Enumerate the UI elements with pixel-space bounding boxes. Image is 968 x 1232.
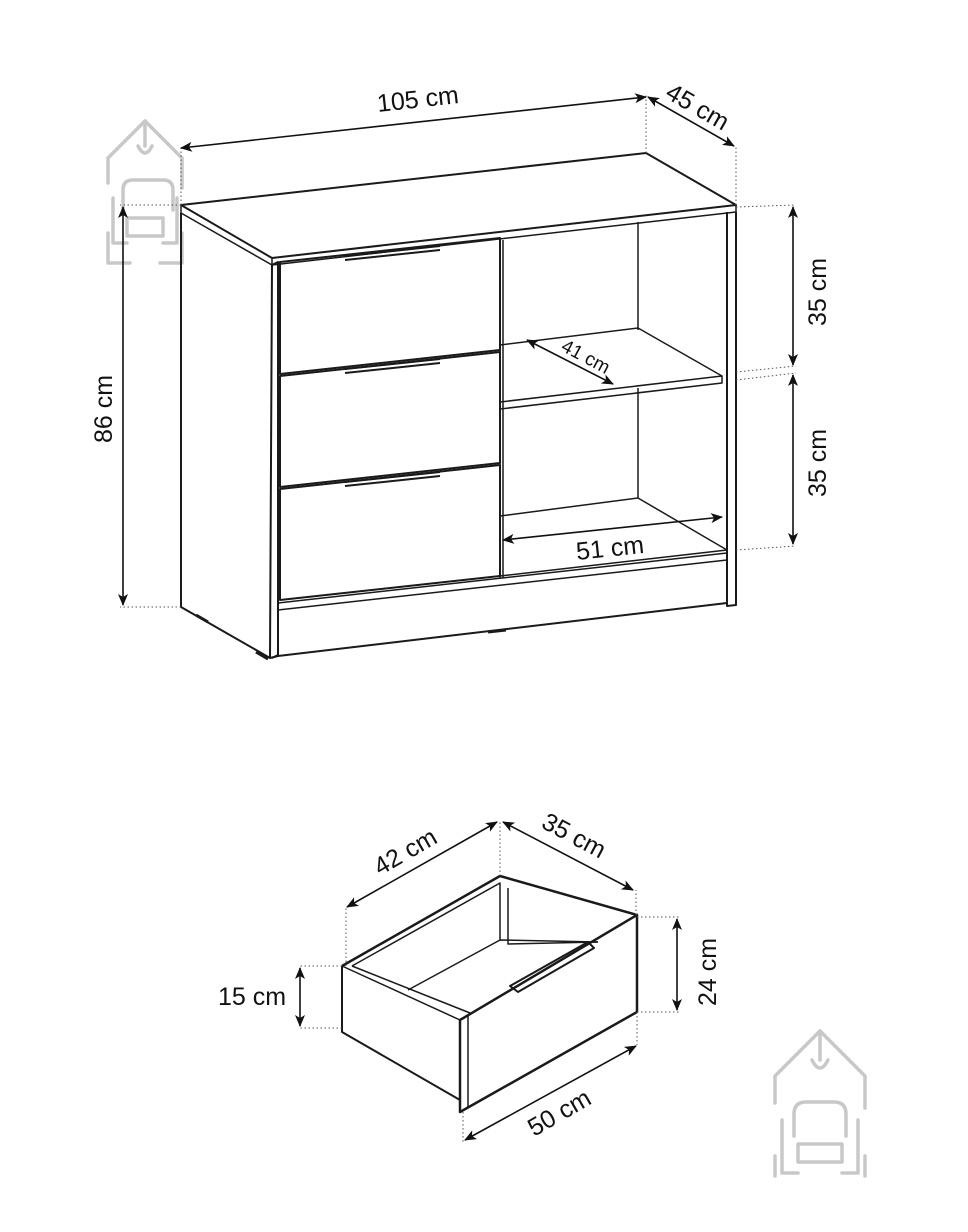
lower-compartment-label: 35 cm <box>804 429 832 497</box>
drawer-front-width-label: 50 cm <box>523 1084 596 1142</box>
house-sofa-logo-icon <box>773 1029 867 1178</box>
shelf-depth-dimension-arrow <box>526 339 614 385</box>
drawer-width-label: 42 cm <box>369 823 442 881</box>
drawer-inner-height-label: 15 cm <box>218 983 286 1011</box>
depth-dimension-arrow <box>647 96 735 147</box>
drawer-front-width-dimension-arrow <box>464 1045 637 1141</box>
cabinet-drawing <box>180 152 737 661</box>
drawer-drawing <box>341 874 639 1114</box>
drawer-width-dimension-arrow <box>346 821 498 908</box>
drawer-depth-label: 35 cm <box>537 808 610 865</box>
upper-compartment-label: 35 cm <box>804 258 832 326</box>
cabinet-dimensions <box>118 93 798 608</box>
cabinet-depth-label: 45 cm <box>661 78 734 136</box>
drawer-front-height-label: 24 cm <box>694 938 722 1006</box>
shelf-depth-label: 41 cm <box>558 336 614 379</box>
width-dimension-arrow <box>180 93 647 152</box>
house-sofa-logo-icon <box>106 119 184 265</box>
drawer-depth-dimension-arrow <box>502 821 634 891</box>
drawer-dimensions <box>295 820 682 1142</box>
cabinet-width-label: 105 cm <box>376 81 461 118</box>
shelf-width-dimension-arrow <box>502 513 723 544</box>
cabinet-height-label: 86 cm <box>90 375 118 443</box>
